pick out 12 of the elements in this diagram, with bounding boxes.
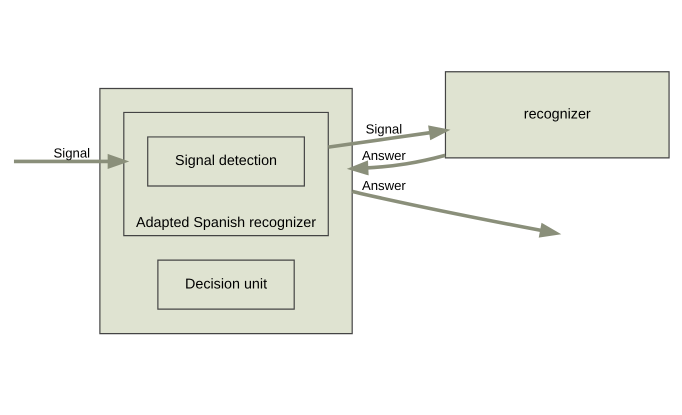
arrow: [328, 125, 451, 149]
edge-label: Answer: [362, 178, 406, 193]
arrow: [346, 154, 446, 176]
arrow: [14, 154, 130, 170]
node-box: recognizer: [444, 71, 670, 158]
edge-label: Signal: [54, 146, 90, 161]
cluster: [99, 88, 353, 334]
arrow: [352, 190, 562, 238]
edge-label: Signal: [366, 122, 402, 137]
edge-label: Answer: [362, 148, 406, 164]
node-box: Decision unit: [157, 260, 295, 310]
node-box: Signal detection: [147, 136, 305, 187]
